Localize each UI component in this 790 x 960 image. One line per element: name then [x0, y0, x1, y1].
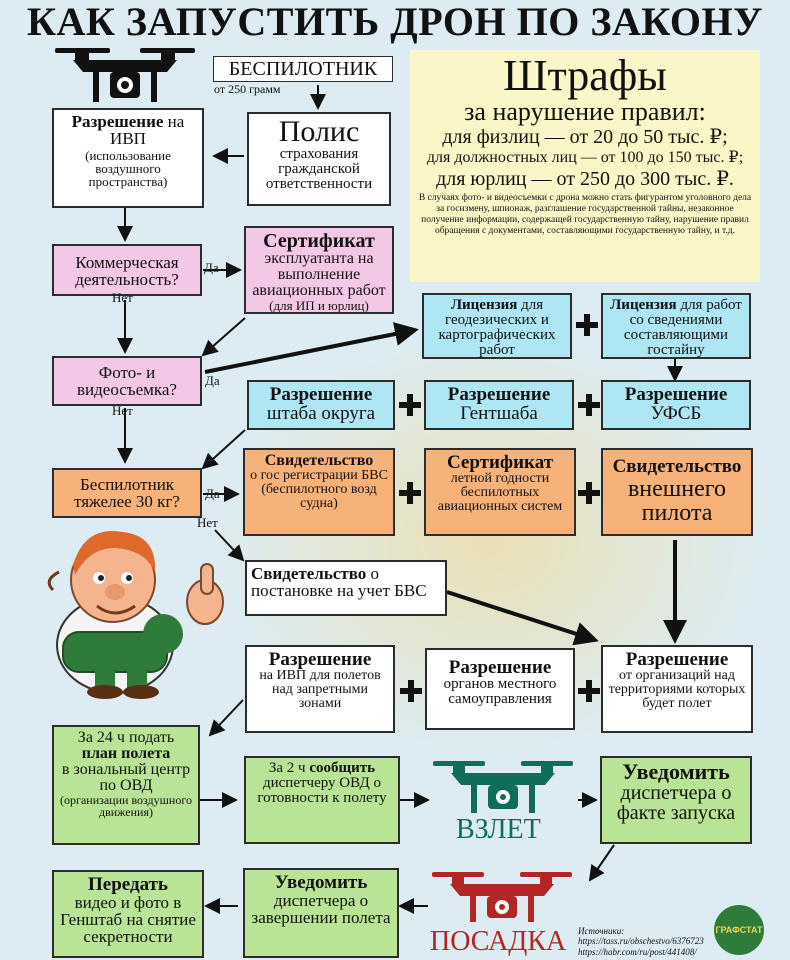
insurance-policy-box: Полис страхования гражданской ответствен…: [247, 112, 391, 206]
answer-yes-photo: Да: [205, 373, 220, 388]
sources: Источники: https://tass.ru/obschestvo/63…: [578, 926, 704, 957]
flight-plan-box: За 24 ч подать план полета в зональный ц…: [52, 725, 200, 845]
operator-certificate-box: Сертификат эксплуатанта на выполнение ав…: [244, 226, 394, 314]
notify-completion-box: Уведомить диспетчера о завершении полета: [243, 868, 399, 958]
district-hq-permit-box: Разрешение штаба округа: [247, 380, 395, 430]
plus-icon: [399, 482, 421, 504]
readiness-report-box: За 2 ч сообщить диспетчеру ОВД о готовно…: [244, 756, 400, 844]
fsb-permit-box: Разрешение УФСБ: [601, 380, 751, 430]
answer-yes-commercial: Да: [204, 260, 219, 275]
answer-no-photo: Нет: [112, 403, 133, 418]
takeoff-drone-icon: [433, 761, 573, 813]
plus-icon: [399, 394, 421, 416]
answer-no-commercial: Нет: [112, 290, 133, 305]
fines-title: Штрафы: [503, 51, 667, 100]
fines-line-officials: для должностных лиц — от 100 до 150 тыс.…: [426, 149, 744, 166]
drone-icon: [55, 48, 195, 102]
plus-icon: [578, 482, 600, 504]
plus-icon: [578, 680, 600, 702]
restricted-zone-ivp-permit-box: Разрешение на ИВП для полетов над запрет…: [245, 645, 395, 733]
geodesy-license-box: Лицензия для геодезических и картографич…: [422, 293, 572, 359]
notify-launch-box: Уведомить диспетчера о факте запуска: [600, 756, 752, 844]
landing-label: ПОСАДКА: [430, 926, 567, 957]
carlson-character-image: [47, 530, 224, 699]
grafstat-logo: ГРАФСТАТ: [714, 905, 764, 955]
heavy-drone-question-box: Беспилотник тяжелее 30 кг?: [52, 468, 202, 518]
plus-icon: [576, 314, 598, 336]
ivp-permit-box: Разрешение на ИВП (использование воздушн…: [52, 108, 204, 208]
local-government-permit-box: Разрешение органов местного самоуправлен…: [425, 648, 575, 730]
answer-yes-heavy: Да: [205, 486, 220, 501]
plus-icon: [578, 394, 600, 416]
plus-icon: [400, 680, 422, 702]
landing-drone-icon: [432, 872, 572, 922]
airworthiness-certificate-box: Сертификат летной годности беспилотных а…: [424, 448, 576, 536]
send-media-box: Передать видео и фото в Генштаб на сняти…: [52, 870, 204, 958]
general-staff-permit-box: Разрешение Гентшаба: [424, 380, 574, 430]
state-registration-certificate-box: Свидетельство о гос регистрации БВС (бес…: [243, 448, 395, 536]
external-pilot-certificate-box: Свидетельство внешнего пилота: [601, 448, 753, 536]
territory-owner-permit-box: Разрешение от организаций над территория…: [601, 645, 753, 733]
fines-subtitle: за нарушение правил:: [464, 97, 706, 126]
fines-line-individuals: для физлиц — от 20 до 50 тыс. ₽;: [442, 126, 728, 148]
state-secret-license-box: Лицензия для работ со сведениями составл…: [601, 293, 751, 359]
fines-note: В случаях фото- и видеосъемки с дрона мо…: [418, 193, 752, 236]
registration-record-certificate-box: Свидетельство о постановке на учет БВС: [245, 560, 447, 616]
answer-no-heavy: Нет: [197, 515, 218, 530]
drone-weight-label: БЕСПИЛОТНИК: [213, 56, 393, 82]
commercial-question-box: Коммерческая деятельность?: [52, 244, 202, 296]
photo-question-box: Фото- и видеосъемка?: [52, 356, 202, 406]
fines-line-companies: для юрлиц — от 250 до 300 тыс. ₽.: [436, 168, 734, 190]
takeoff-label: ВЗЛЕТ: [456, 814, 541, 845]
drone-weight-sub: от 250 грамм: [214, 82, 281, 96]
fines-panel: Штрафы за нарушение правил: для физлиц —…: [410, 50, 760, 282]
page-title: КАК ЗАПУСТИТЬ ДРОН ПО ЗАКОНУ: [27, 0, 763, 44]
